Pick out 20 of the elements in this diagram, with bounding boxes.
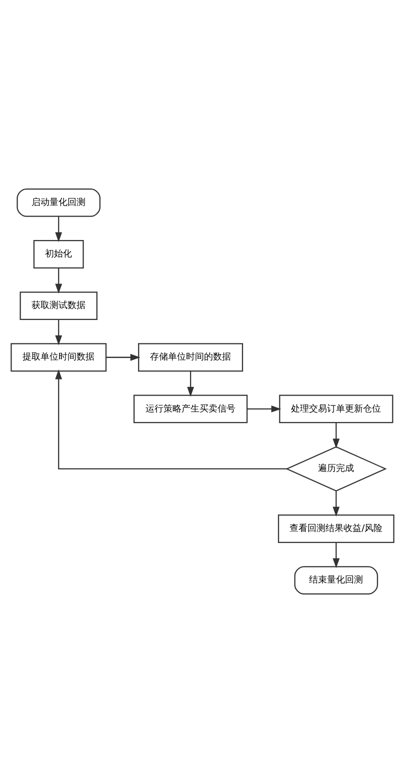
node-box: 启动量化回测: [16, 188, 100, 217]
arrow: [106, 354, 140, 361]
node-diamond: 遍历完成: [285, 446, 387, 492]
node-box: 获取测试数据: [20, 292, 98, 320]
node-box: 提取单位时间数据: [10, 343, 107, 372]
arrow: [55, 320, 62, 346]
node-box: 运行策略产生买卖信号: [134, 394, 248, 424]
arrow: [55, 369, 287, 470]
arrow: [55, 268, 62, 294]
arrow: [187, 371, 194, 397]
node-box: 处理交易订单更新仓位: [279, 394, 394, 424]
arrow: [55, 216, 62, 242]
arrow: [332, 542, 340, 568]
node-box: 初始化: [33, 240, 84, 268]
node-box: 查看回测结果收益/风险: [278, 514, 394, 543]
arrow: [247, 405, 282, 412]
node-box: 存储单位时间的数据: [138, 343, 244, 372]
arrow: [332, 422, 340, 449]
arrow: [332, 491, 340, 517]
node-box: 结束量化回测: [294, 566, 378, 595]
